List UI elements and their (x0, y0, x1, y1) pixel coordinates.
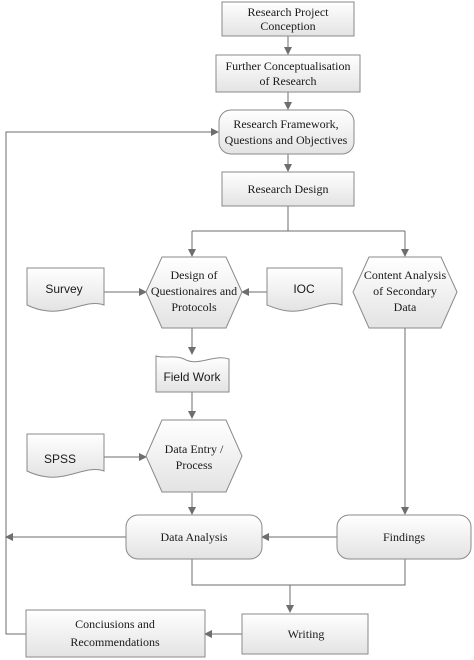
arrow-data-analysis-to-writing (191, 559, 294, 613)
svg-text:Writing: Writing (288, 627, 325, 641)
svg-text:Findings: Findings (383, 530, 425, 544)
node-field-work-document: Field Work (155, 355, 230, 393)
node-findings: Findings (336, 514, 472, 560)
svg-text:SPSS: SPSS (44, 452, 76, 466)
node-data-analysis: Data Analysis (125, 514, 263, 560)
split-line (192, 206, 289, 232)
node-spss-document: SPSS (26, 433, 105, 478)
node-ioc-document: IOC (266, 267, 343, 312)
feedback-loop-to-framework (5, 128, 219, 635)
svg-text:Research Framework,Questions a: Research Framework,Questions and Objecti… (225, 117, 348, 147)
svg-text:Data Entry /Process: Data Entry /Process (165, 442, 224, 472)
node-writing: Writing (241, 613, 369, 655)
node-research-framework: Research Framework,Questions and Objecti… (218, 109, 355, 155)
arrow-findings-to-writing (290, 559, 406, 586)
node-data-entry-process: Data Entry /Process (145, 419, 243, 493)
svg-text:Field Work: Field Work (163, 370, 221, 384)
svg-text:Survey: Survey (45, 282, 82, 296)
connectors (5, 36, 409, 638)
svg-text:Research Design: Research Design (248, 182, 329, 196)
svg-text:IOC: IOC (293, 282, 315, 296)
node-survey-document: Survey (26, 267, 105, 312)
node-research-design: Research Design (221, 171, 355, 207)
svg-text:Data Analysis: Data Analysis (161, 530, 228, 544)
